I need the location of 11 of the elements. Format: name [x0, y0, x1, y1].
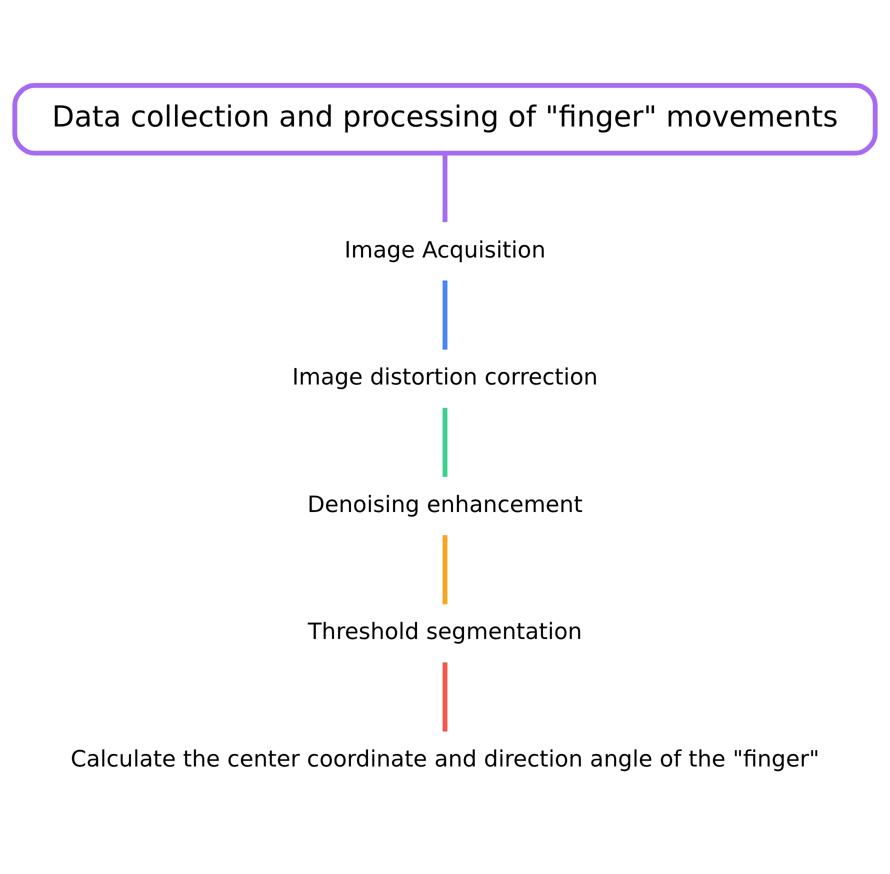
connector — [442, 280, 448, 350]
node-text: Image distortion correction — [292, 364, 598, 390]
connector — [442, 534, 448, 604]
node-text: Image Acquisition — [344, 236, 546, 263]
connector — [442, 662, 448, 731]
node-text: Calculate the center coordinate and direction angle of the "finger" — [70, 746, 820, 772]
connector — [442, 407, 448, 476]
node-box: Data collection and processing of "finger" movements — [12, 82, 878, 156]
node-text: Threshold segmentation — [308, 618, 582, 645]
node-text: Denoising enhancement — [307, 491, 583, 518]
connector — [442, 152, 448, 222]
